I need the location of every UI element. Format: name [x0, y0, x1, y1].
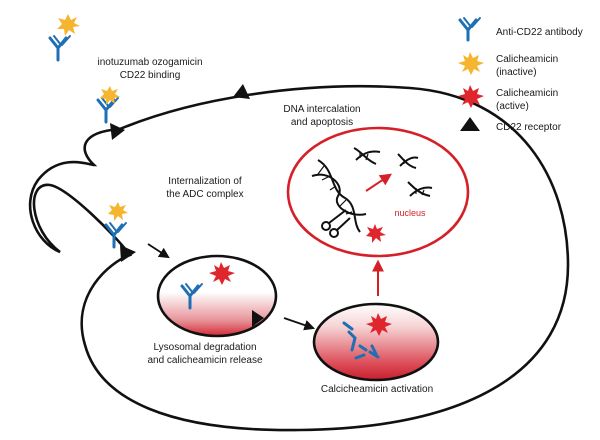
lysosome-antibody — [180, 283, 203, 310]
label-line: Calcicheamicin activation — [320, 384, 434, 395]
label-nucleus: nucleus — [380, 207, 440, 220]
label-lysosomal-degradation: Lysosomal degradation and calicheamicin … — [130, 341, 280, 367]
internalized-antibody — [104, 222, 127, 249]
legend-line: (active) — [496, 101, 529, 112]
label-line: inotuzumab ozogamicin — [97, 57, 203, 68]
label-line: DNA intercalation — [283, 104, 361, 115]
dna-fragment-icon — [397, 153, 419, 169]
yellow-star-icon — [108, 202, 128, 221]
red-star-icon — [366, 313, 392, 336]
red-star-icon — [209, 262, 235, 285]
y-shaped-antibody-icon — [48, 35, 71, 62]
antibody-fragments — [342, 321, 380, 360]
yellow-star-icon — [57, 14, 80, 36]
cd22-receptor — [252, 310, 264, 327]
legend-active: Calicheamicin (active) — [496, 87, 558, 113]
arrow-cleavage — [365, 173, 392, 192]
cd22-receptor — [233, 84, 250, 99]
arrow-release — [283, 317, 316, 331]
legend-receptor: CD22 receptor — [496, 121, 561, 134]
lysosome — [156, 254, 278, 338]
legend-black-triangle-icon — [460, 117, 480, 131]
legend-line: Anti-CD22 antibody — [496, 27, 583, 38]
label-line: Lysosomal degradation — [153, 342, 257, 353]
scissors-icon — [321, 209, 351, 238]
label-binding: inotuzumab ozogamicin CD22 binding — [85, 56, 215, 82]
legend-line: Calicheamicin — [496, 88, 559, 99]
legend-inactive: Calicheamicin (inactive) — [496, 53, 558, 79]
arrow-internalization — [147, 243, 170, 259]
red-star-icon — [366, 224, 386, 243]
nucleus — [286, 126, 470, 258]
legend-line: CD22 receptor — [496, 122, 562, 133]
label-internalization: Internalization of the ADC complex — [150, 175, 260, 201]
cd22-receptor — [110, 123, 125, 140]
legend-line: (inactive) — [496, 67, 537, 78]
legend-red-star-icon — [458, 85, 484, 108]
dna-fragment-icon — [353, 147, 381, 165]
label-line: the ADC complex — [166, 189, 244, 200]
legend-antibody: Anti-CD22 antibody — [496, 26, 583, 39]
label-line: and calicheamicin release — [147, 355, 263, 366]
dna-helix-icon — [311, 159, 367, 233]
label-dna-intercalation: DNA intercalation and apoptosis — [262, 103, 382, 129]
label-line: nucleus — [394, 208, 426, 218]
label-line: CD22 binding — [119, 70, 181, 81]
label-activation: Calcicheamicin activation — [292, 383, 462, 396]
activation-vesicle — [312, 302, 440, 382]
legend-yellow-star-icon — [458, 52, 484, 75]
legend-antibody-icon — [458, 17, 481, 42]
cell-membrane — [28, 84, 570, 432]
legend-line: Calicheamicin — [496, 54, 559, 65]
label-line: Internalization of — [168, 176, 242, 187]
label-line: and apoptosis — [290, 117, 354, 128]
cd22-receptor — [120, 245, 136, 262]
yellow-star-icon — [100, 86, 120, 105]
dna-fragment-icon — [407, 181, 433, 197]
